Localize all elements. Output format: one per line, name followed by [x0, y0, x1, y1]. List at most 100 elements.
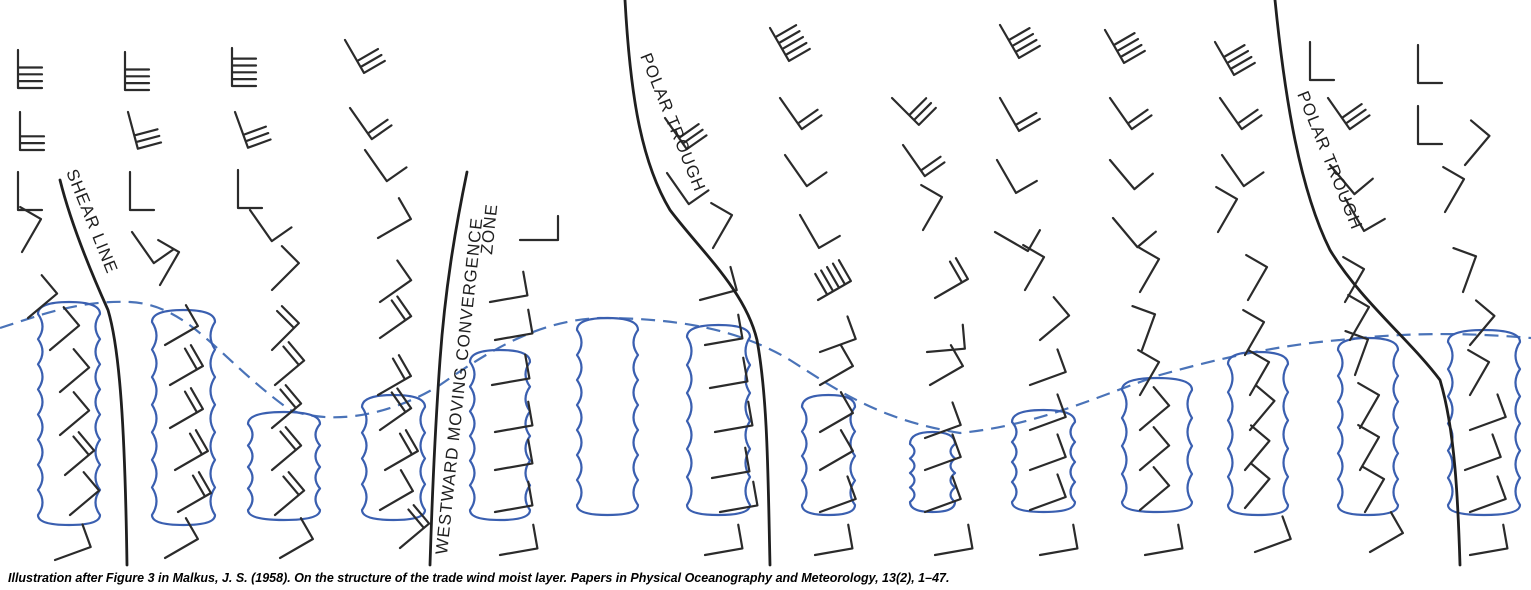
wind-barb — [921, 185, 942, 230]
wind-barb — [380, 470, 413, 510]
wind-barb — [720, 482, 757, 512]
wind-barb — [1418, 106, 1442, 144]
wind-barb — [275, 342, 304, 385]
wind-barb — [1470, 300, 1494, 345]
wind-barb — [238, 170, 262, 208]
wind-barb — [380, 261, 411, 302]
wind-barb — [235, 112, 271, 148]
wind-barb — [1000, 98, 1040, 131]
cloud-column — [687, 325, 750, 515]
wind-barb — [925, 434, 961, 470]
wind-barb — [345, 40, 385, 73]
wind-barb — [1113, 218, 1156, 247]
wind-barb — [1216, 187, 1237, 232]
wind-barb — [275, 472, 304, 515]
wind-barb — [1358, 383, 1379, 428]
polar-trough-2-curve — [1275, 0, 1460, 565]
wind-barb — [50, 307, 79, 350]
wind-barb — [178, 472, 211, 512]
wind-barb — [18, 50, 42, 88]
wind-barb — [1140, 387, 1169, 430]
wind-barb — [1030, 349, 1066, 385]
wind-barb — [380, 297, 411, 338]
wind-barb — [65, 432, 94, 475]
wind-barb — [272, 427, 301, 470]
wind-barb — [712, 448, 749, 478]
polar-trough-2-label: POLAR TROUGH — [1293, 88, 1366, 232]
wind-barb — [1453, 248, 1476, 292]
wind-barb — [378, 198, 411, 238]
wind-barb — [175, 430, 208, 470]
cumulus-columns — [38, 302, 1520, 525]
wind-barb — [1140, 467, 1169, 510]
wind-barb — [158, 240, 179, 285]
wind-barb — [815, 260, 851, 300]
cloud-column — [1122, 378, 1192, 512]
wind-barb — [365, 150, 406, 181]
wind-barb — [1040, 297, 1069, 340]
wind-barb — [1030, 434, 1066, 470]
wind-barb — [60, 392, 89, 435]
wind-barb — [995, 230, 1040, 251]
wind-barb — [1370, 512, 1403, 552]
wind-barb — [250, 210, 291, 241]
wind-barb — [1140, 427, 1169, 470]
wind-barb — [1215, 42, 1255, 75]
cloud-column — [470, 350, 530, 520]
wind-barb — [1465, 434, 1501, 470]
wind-barb — [710, 358, 747, 388]
wind-barb — [1245, 425, 1269, 470]
wind-barb — [1030, 474, 1066, 510]
wind-barb — [1418, 45, 1442, 83]
wind-barb — [500, 525, 537, 555]
wind-barb — [780, 98, 821, 129]
wind-barb — [705, 315, 742, 345]
wind-barb — [1470, 525, 1507, 555]
wind-barb — [1222, 155, 1263, 186]
wind-barb — [1443, 167, 1464, 212]
wind-barbs — [18, 25, 1507, 560]
polar-trough-1-label: POLAR TROUGH — [636, 50, 709, 194]
cloud-column — [152, 310, 215, 525]
wind-barb — [60, 349, 89, 392]
wind-barb — [1358, 425, 1379, 470]
wind-barb — [492, 355, 529, 385]
wind-barb — [800, 215, 840, 248]
wind-barb — [1040, 525, 1077, 555]
wind-barb — [1145, 525, 1182, 555]
wind-barb — [55, 524, 91, 560]
wind-barb — [1470, 394, 1506, 430]
wind-barb — [125, 52, 149, 90]
cloud-column — [1338, 338, 1398, 515]
wind-barb — [170, 388, 203, 428]
wind-barb — [1243, 310, 1264, 355]
wind-barb — [495, 482, 532, 512]
wind-barb — [232, 48, 256, 86]
wind-barb — [1255, 516, 1291, 552]
wind-barb — [935, 258, 968, 298]
wind-barb — [1246, 255, 1267, 300]
figure-caption: Illustration after Figure 3 in Malkus, J… — [8, 571, 949, 585]
wind-barb — [20, 207, 41, 252]
wind-barb — [1023, 245, 1044, 290]
convergence-zone-label-2: ZONE — [477, 202, 501, 255]
wind-barb — [495, 310, 532, 340]
wind-barb — [1138, 247, 1159, 292]
wind-barb — [770, 25, 810, 61]
wind-barb — [935, 525, 972, 555]
wind-barb — [280, 518, 313, 558]
wind-barb — [892, 98, 936, 125]
wind-barb — [1220, 98, 1261, 129]
wind-barb — [1465, 120, 1489, 165]
wind-barb — [820, 430, 853, 470]
wind-barb — [1468, 350, 1489, 395]
wind-barb — [272, 246, 299, 290]
wind-barb — [130, 172, 154, 210]
wind-barb — [700, 267, 737, 300]
wind-barb — [815, 525, 852, 555]
wind-barb — [272, 385, 301, 428]
wind-barb — [1000, 25, 1040, 58]
wind-barb — [1132, 306, 1155, 350]
wind-barb — [1470, 476, 1506, 512]
